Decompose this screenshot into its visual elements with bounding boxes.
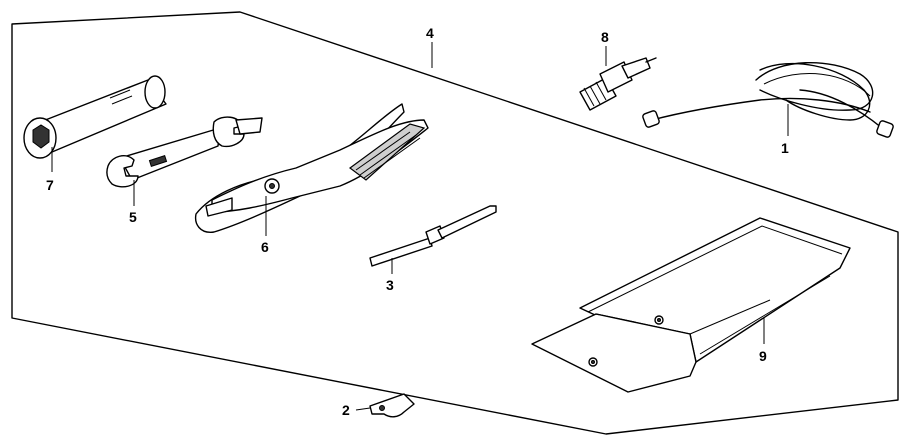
tool-kit-outline bbox=[11, 11, 899, 435]
plug-socket-wrench-icon bbox=[23, 75, 167, 172]
part-label-8: 8 bbox=[601, 29, 609, 45]
part-label-5: 5 bbox=[129, 209, 137, 225]
rope-icon bbox=[642, 61, 894, 138]
part-label-2: 2 bbox=[342, 402, 350, 418]
part-label-4: 4 bbox=[426, 25, 434, 41]
tool-bag-icon bbox=[531, 217, 851, 393]
part-label-9: 9 bbox=[759, 348, 767, 364]
part-label-7: 7 bbox=[46, 177, 54, 193]
screwdriver-icon bbox=[369, 205, 497, 274]
open-end-wrench-icon bbox=[106, 116, 263, 206]
spark-plug-icon bbox=[579, 46, 657, 111]
pliers-icon bbox=[194, 103, 429, 236]
part-label-6: 6 bbox=[261, 239, 269, 255]
part-label-1: 1 bbox=[781, 140, 789, 156]
part-label-3: 3 bbox=[386, 277, 394, 293]
clip-icon bbox=[355, 393, 415, 418]
